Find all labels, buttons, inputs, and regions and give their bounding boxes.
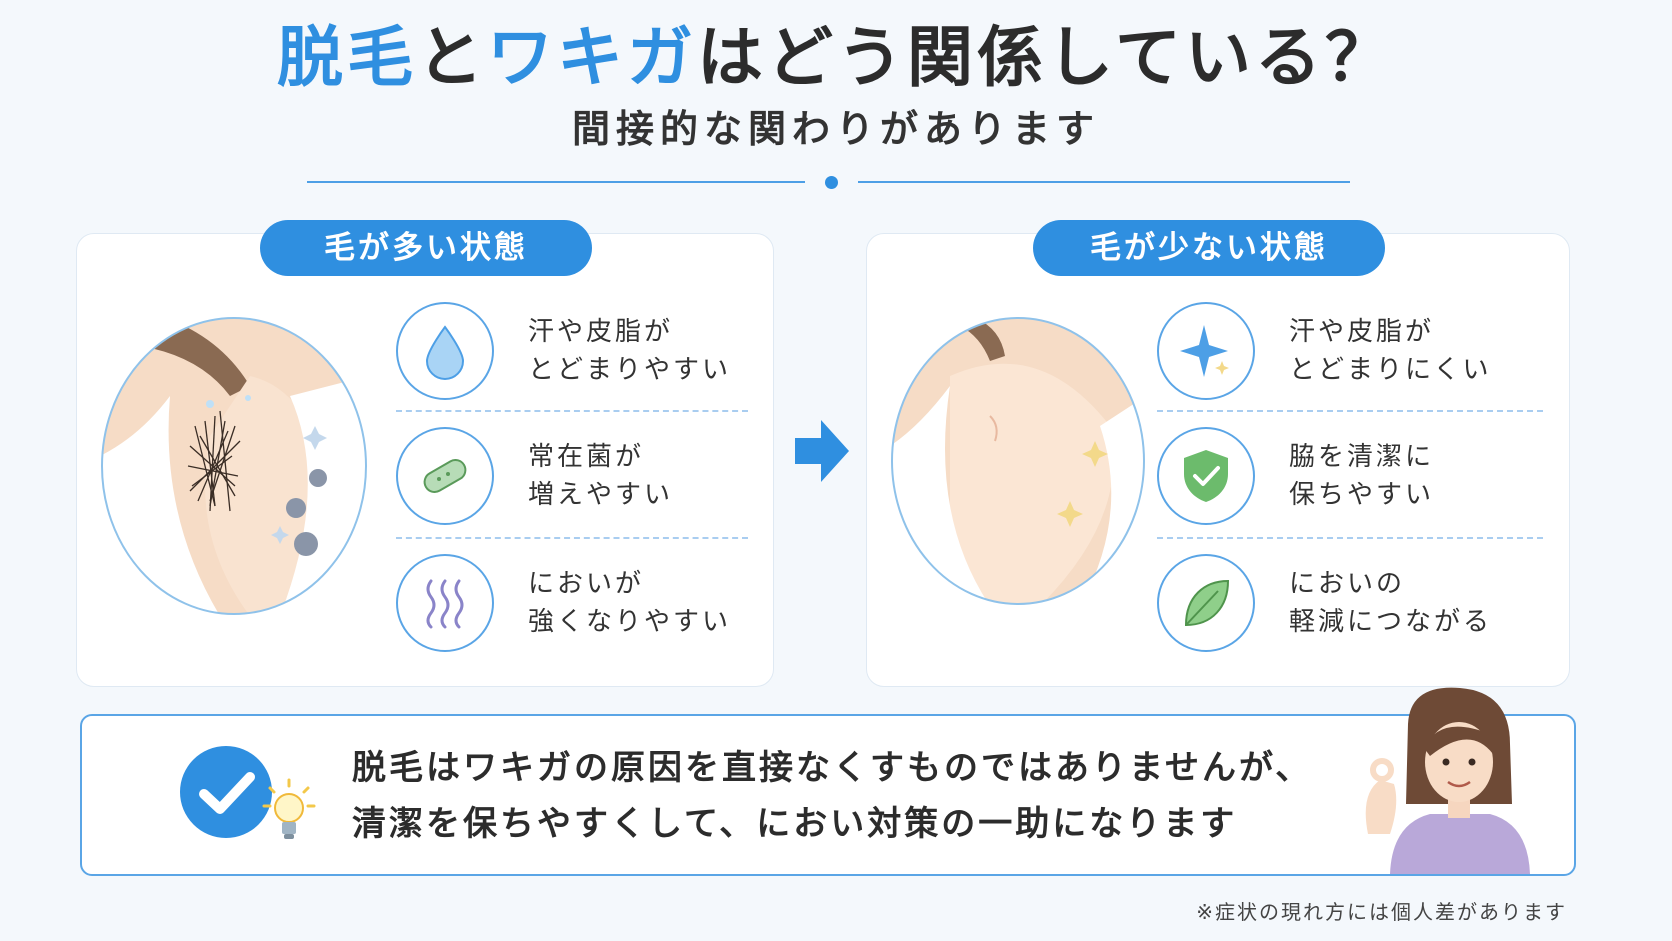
item-line1: においの bbox=[1289, 569, 1406, 599]
summary-message: 脱毛はワキガの原因を直接なくすものではありませんが、 清潔を保ちやすくして、にお… bbox=[352, 740, 1312, 852]
summary-line1: 脱毛はワキガの原因を直接なくすものではありませんが、 bbox=[352, 748, 1313, 788]
divider-right bbox=[858, 181, 1350, 183]
list-item: 脇を清潔に保ちやすい bbox=[1157, 414, 1537, 534]
separator bbox=[396, 410, 748, 412]
item-line1: 汗や皮脂が bbox=[1289, 317, 1435, 347]
title-part-datsumo: 脱毛 bbox=[276, 19, 417, 96]
icon-badge bbox=[396, 554, 494, 652]
odor-waves-icon bbox=[426, 579, 464, 629]
item-line1: 汗や皮脂が bbox=[528, 317, 674, 347]
lightbulb-icon bbox=[262, 778, 316, 839]
title-part-question: はどう関係している？ bbox=[696, 19, 1396, 96]
icon-badge bbox=[396, 427, 494, 525]
item-line2: 増えやすい bbox=[528, 480, 674, 510]
label-little-hair: 毛が少ない状態 bbox=[1033, 220, 1385, 276]
summary-line2: 清潔を保ちやすくして、におい対策の一助になります bbox=[352, 804, 1238, 844]
armpit-clean-illustration bbox=[891, 317, 1145, 605]
item-line2: 軽減につながる bbox=[1289, 607, 1493, 637]
list-item: においが強くなりやすい bbox=[396, 541, 756, 661]
footnote: ※症状の現れ方には個人差があります bbox=[1196, 900, 1567, 924]
summary-box bbox=[80, 714, 1576, 876]
list-item: においの軽減につながる bbox=[1157, 541, 1537, 661]
separator bbox=[1157, 410, 1543, 412]
water-drop-icon bbox=[425, 325, 465, 380]
sparkle-icon bbox=[1180, 325, 1229, 377]
shield-check-icon bbox=[1184, 450, 1228, 502]
icon-badge bbox=[396, 302, 494, 400]
page-subtitle: 間接的な関わりがあります bbox=[571, 107, 1100, 151]
item-line2: 保ちやすい bbox=[1289, 480, 1435, 510]
arrow-right-icon bbox=[795, 420, 849, 482]
icon-badge bbox=[1157, 554, 1255, 652]
separator bbox=[1157, 537, 1543, 539]
item-line1: においが bbox=[528, 569, 645, 599]
item-line2: とどまりやすい bbox=[528, 355, 732, 385]
divider-left bbox=[307, 181, 805, 183]
page-title: 脱毛とワキガはどう関係している？ bbox=[0, 18, 1672, 98]
armpit-hairy-illustration bbox=[101, 317, 367, 615]
list-item: 汗や皮脂がとどまりやすい bbox=[396, 289, 756, 409]
title-part-to: と bbox=[416, 19, 487, 96]
divider-dot bbox=[825, 176, 838, 189]
separator bbox=[396, 537, 748, 539]
item-line1: 脇を清潔に bbox=[1289, 442, 1435, 472]
leaf-icon bbox=[1184, 579, 1230, 627]
item-line2: 強くなりやすい bbox=[528, 607, 732, 637]
bacteria-icon bbox=[423, 459, 467, 493]
icon-badge bbox=[1157, 427, 1255, 525]
item-line1: 常在菌が bbox=[528, 442, 645, 472]
label-much-hair: 毛が多い状態 bbox=[260, 220, 592, 276]
woman-ok-gesture-illustration bbox=[1365, 687, 1530, 874]
check-circle-icon bbox=[180, 746, 272, 838]
item-line2: とどまりにくい bbox=[1289, 355, 1492, 385]
icon-badge bbox=[1157, 302, 1255, 400]
list-item: 汗や皮脂がとどまりにくい bbox=[1157, 289, 1537, 409]
list-item: 常在菌が増えやすい bbox=[396, 414, 756, 534]
title-part-wakiga: ワキガ bbox=[486, 19, 697, 96]
